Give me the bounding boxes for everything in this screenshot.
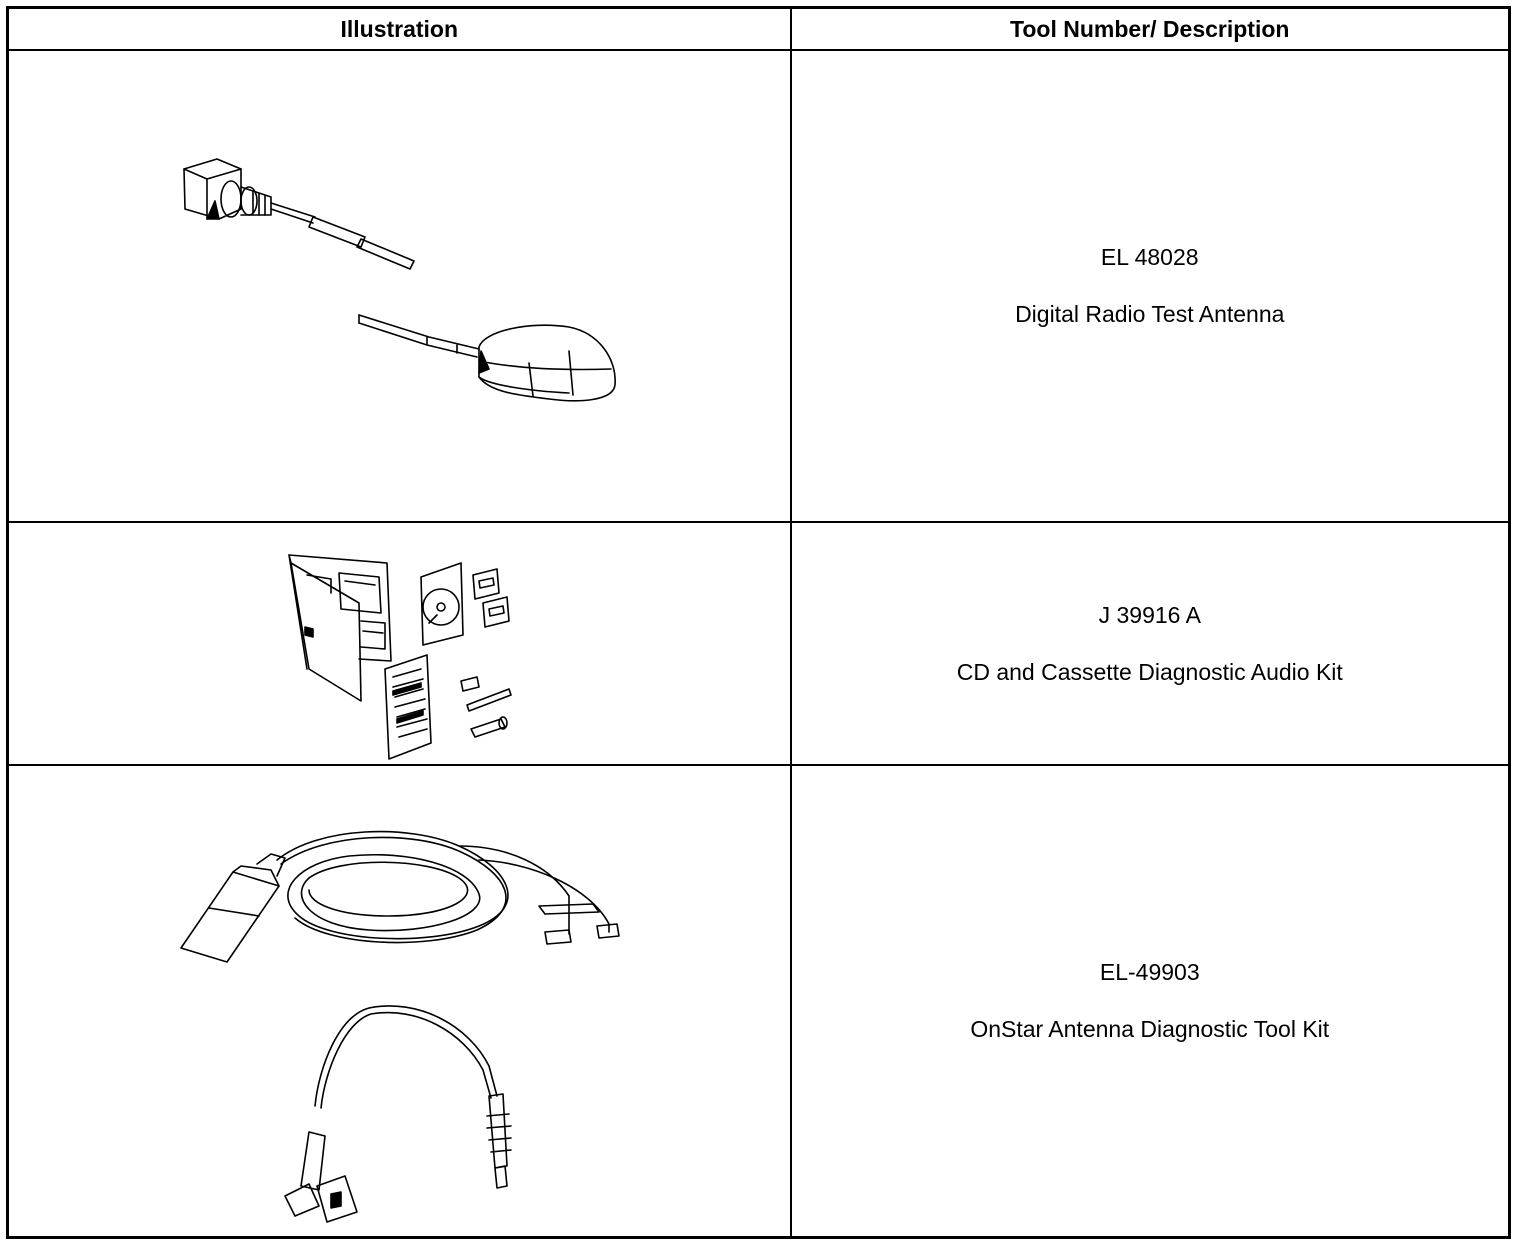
onstar-antenna-tool-kit-illustration [180, 830, 620, 1223]
illustration-cell [6, 49, 792, 523]
digital-radio-test-antenna-illustration [183, 158, 616, 402]
tool-number: J 39916 A [1098, 601, 1201, 628]
illustration-cell [6, 521, 792, 766]
cd-cassette-audio-kit-illustration [288, 554, 512, 760]
tool-description: CD and Cassette Diagnostic Audio Kit [956, 658, 1343, 685]
illustration-header: Illustration [6, 6, 792, 51]
tools-table: Illustration Tool Number/ Description [6, 6, 1511, 1239]
table-row: EL-49903 OnStar Antenna Diagnostic Tool … [6, 764, 1511, 1239]
table-row: J 39916 A CD and Cassette Diagnostic Aud… [6, 521, 1511, 766]
tool-number: EL 48028 [1100, 244, 1199, 270]
table-row: EL 48028 Digital Radio Test Antenna [6, 49, 1511, 523]
tool-description: Digital Radio Test Antenna [1015, 301, 1285, 327]
tool-description-header: Tool Number/ Description [789, 6, 1511, 51]
illustration-cell [6, 764, 792, 1239]
tool-number: EL-49903 [1099, 959, 1200, 985]
tool-description-cell: J 39916 A CD and Cassette Diagnostic Aud… [789, 521, 1511, 766]
tool-description: OnStar Antenna Diagnostic Tool Kit [970, 1016, 1330, 1042]
tool-description-cell: EL-49903 OnStar Antenna Diagnostic Tool … [789, 764, 1511, 1239]
table-header-row: Illustration Tool Number/ Description [6, 6, 1511, 51]
tool-description-cell: EL 48028 Digital Radio Test Antenna [789, 49, 1511, 523]
